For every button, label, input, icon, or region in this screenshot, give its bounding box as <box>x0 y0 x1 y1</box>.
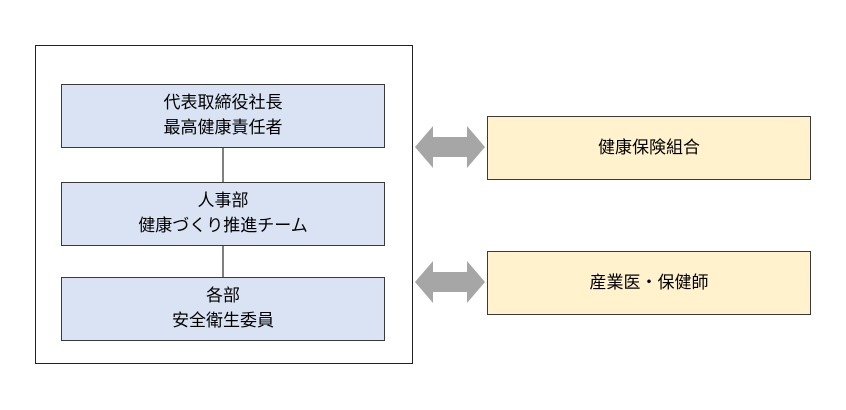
connector-line-1 <box>222 148 224 182</box>
org-box-president: 代表取締役社長 最高健康責任者 <box>61 84 385 148</box>
double-arrow-shape <box>415 126 485 168</box>
partner-box-health-insurance: 健康保険組合 <box>487 116 811 180</box>
health-insurance-label: 健康保険組合 <box>598 137 700 158</box>
occupational-health-label: 産業医・保健師 <box>589 272 709 293</box>
hr-dept-title: 人事部 <box>197 191 249 211</box>
departments-title: 各部 <box>206 286 240 306</box>
double-arrow-shape <box>415 261 485 303</box>
president-title: 代表取締役社長 <box>163 93 283 113</box>
double-arrow-icon <box>415 261 485 303</box>
health-team-title: 健康づくり推進チーム <box>138 216 308 236</box>
double-arrow-icon <box>415 126 485 168</box>
org-box-departments: 各部 安全衛生委員 <box>61 277 385 341</box>
partner-box-occupational-health: 産業医・保健師 <box>487 251 811 315</box>
org-box-hr: 人事部 健康づくり推進チーム <box>61 182 385 246</box>
safety-committee-title: 安全衛生委員 <box>172 311 274 331</box>
connector-line-2 <box>222 246 224 277</box>
chief-health-officer-title: 最高健康責任者 <box>163 118 283 138</box>
